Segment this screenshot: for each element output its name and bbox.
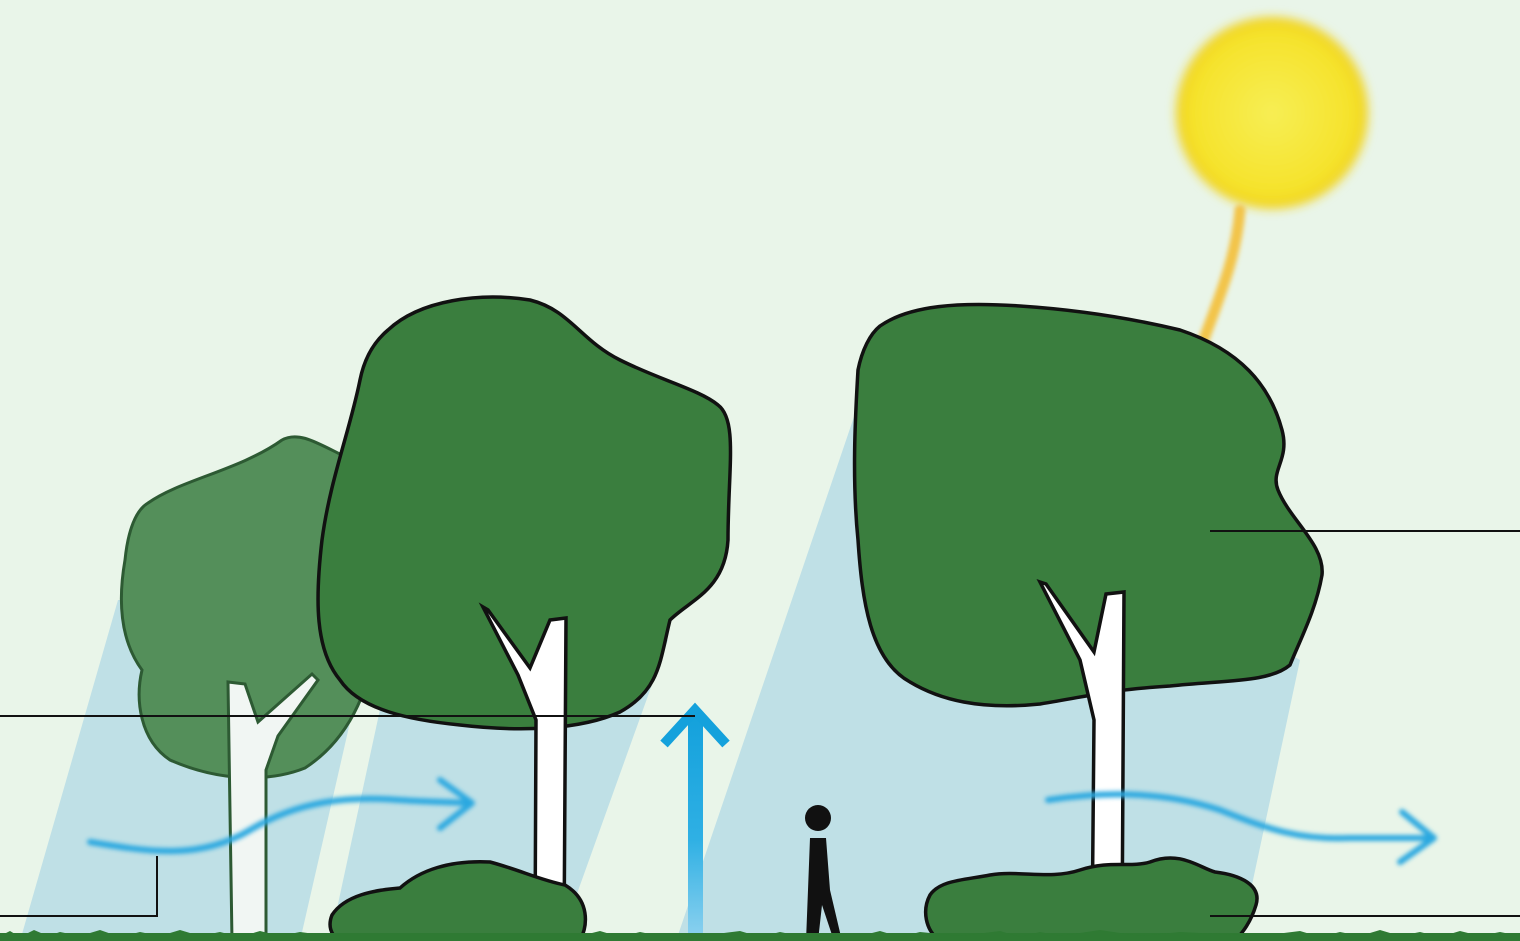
sun-icon [1176, 17, 1368, 209]
